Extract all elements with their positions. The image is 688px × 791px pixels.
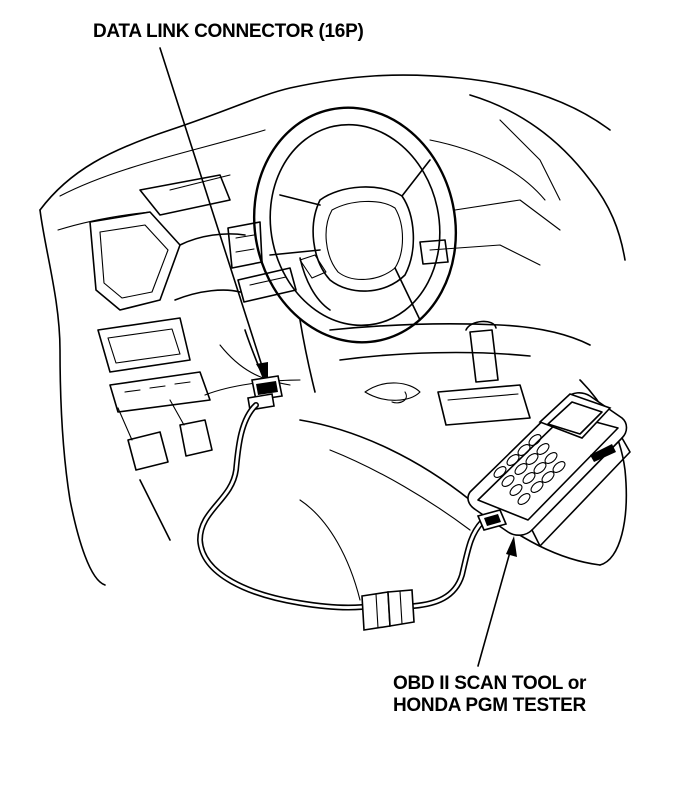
- scan-tool-label: OBD II SCAN TOOL or HONDA PGM TESTER: [393, 673, 586, 717]
- handheld-scan-tool-icon: [467, 392, 631, 547]
- scan-tool-cable: [196, 402, 485, 611]
- scan-tool-label-line1: OBD II SCAN TOOL or: [393, 673, 587, 694]
- tool-callout-arrow: [477, 536, 517, 667]
- steering-wheel-icon: [252, 106, 458, 344]
- scan-tool-label-line2: HONDA PGM TESTER: [393, 695, 586, 716]
- cable-inline-connector: [361, 589, 415, 631]
- connector-callout-arrow: [159, 47, 268, 384]
- scan-tool-keypad: [493, 434, 566, 505]
- dashboard-outline: [39, 74, 628, 601]
- connector-label: DATA LINK CONNECTOR (16P): [93, 21, 364, 42]
